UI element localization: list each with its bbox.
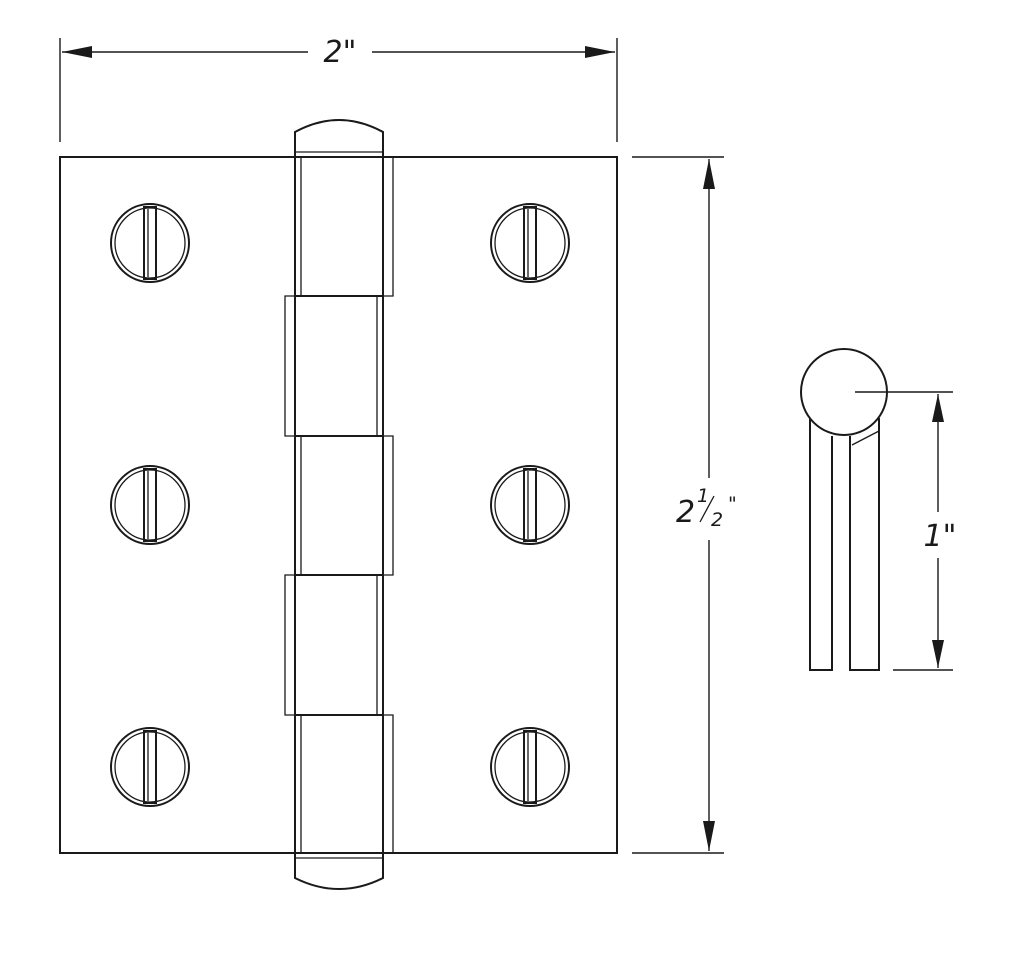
screw-head <box>490 727 570 807</box>
knuckle-5-edge <box>383 714 394 854</box>
screw-slot <box>523 468 537 542</box>
height-label-denominator: 2 <box>711 509 723 531</box>
knuckle-4-edge <box>284 574 295 716</box>
hinge-front-view <box>59 119 618 890</box>
bottom-finial <box>294 853 384 890</box>
height-arrow-top <box>703 159 715 189</box>
side-view-leaf-bevel <box>851 430 880 446</box>
height-dimension: 2 1 2 " <box>632 156 737 854</box>
left-leaf <box>59 156 295 854</box>
screw-head <box>490 203 570 283</box>
screw-icon <box>110 203 190 283</box>
screw-head <box>110 465 190 545</box>
height-fraction-slash <box>699 495 715 523</box>
screw-slot <box>523 206 537 280</box>
width-dimension: 2" <box>59 35 618 142</box>
height-label-numerator: 1 <box>697 485 709 507</box>
side-arrow-bottom <box>932 640 944 668</box>
knuckle-2-edge <box>284 295 295 437</box>
screw-slot <box>143 468 157 542</box>
screw-icon <box>490 727 570 807</box>
screw-head-rim <box>114 207 186 279</box>
hinge-side-view: 1" <box>800 348 957 671</box>
screws <box>110 203 570 807</box>
knuckle-3-edge <box>383 435 394 576</box>
screw-head-rim <box>494 731 566 803</box>
screw-icon <box>490 465 570 545</box>
height-label-whole: 2 <box>676 495 695 530</box>
knuckle-4 <box>294 574 384 716</box>
screw-head-rim <box>494 469 566 541</box>
screw-head <box>110 727 190 807</box>
screw-head-rim <box>114 469 186 541</box>
height-label-inch-mark: " <box>728 493 737 515</box>
hinge-barrel <box>284 119 394 890</box>
knuckle-3 <box>294 435 384 576</box>
side-label: 1" <box>924 519 957 554</box>
knuckle-5 <box>294 714 384 854</box>
screw-head <box>110 203 190 283</box>
screw-head-rim <box>114 731 186 803</box>
height-arrow-bottom <box>703 821 715 851</box>
screw-slot <box>143 730 157 804</box>
screw-slot <box>523 730 537 804</box>
screw-icon <box>490 203 570 283</box>
width-arrow-right <box>585 46 615 58</box>
side-view-leaf-right <box>849 418 880 671</box>
screw-icon <box>110 727 190 807</box>
side-arrow-top <box>932 394 944 422</box>
knuckle-1 <box>294 156 384 297</box>
knuckle-2 <box>294 295 384 437</box>
top-finial <box>294 119 384 157</box>
screw-icon <box>110 465 190 545</box>
width-label: 2" <box>324 35 357 70</box>
screw-head <box>490 465 570 545</box>
knuckle-1-edge <box>383 156 394 297</box>
screw-head-rim <box>494 207 566 279</box>
side-view-leaf-left <box>809 418 833 671</box>
screw-slot <box>143 206 157 280</box>
right-leaf <box>383 156 618 854</box>
width-arrow-left <box>62 46 92 58</box>
